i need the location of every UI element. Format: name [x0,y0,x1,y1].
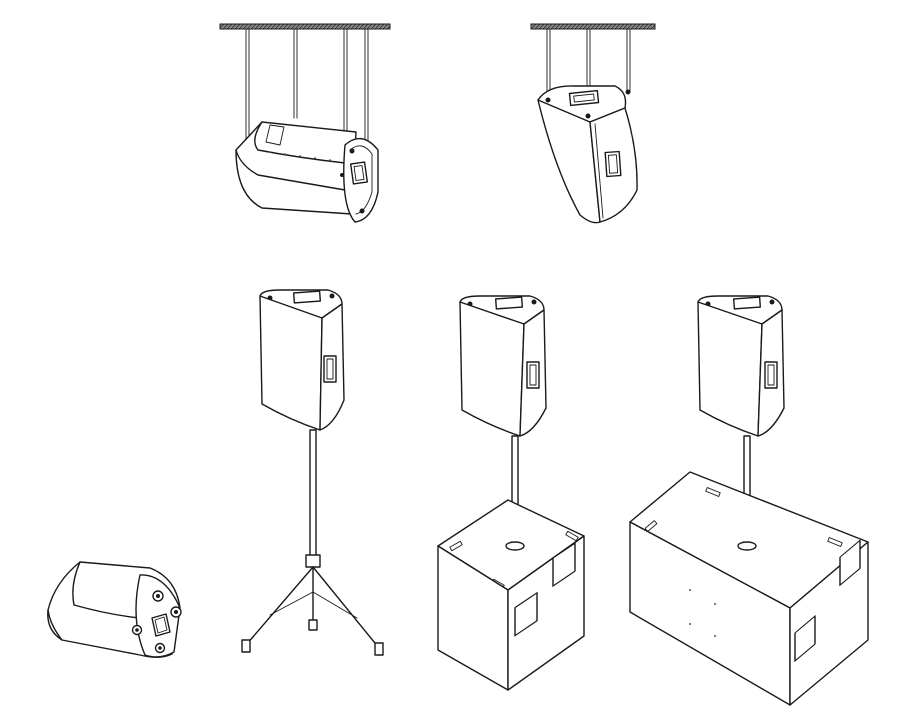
speaker-pole-single-sub-icon [437,295,585,691]
speaker-pole-double-sub-icon [629,295,869,706]
speaker-tripod-stand-icon [241,289,384,656]
speaker-flown-horizontal-icon [219,23,391,223]
speaker-floor-monitor-icon [47,561,182,658]
ceiling-bar [219,23,391,30]
speaker-flown-vertical-icon [530,23,656,224]
ceiling-bar [530,23,656,30]
